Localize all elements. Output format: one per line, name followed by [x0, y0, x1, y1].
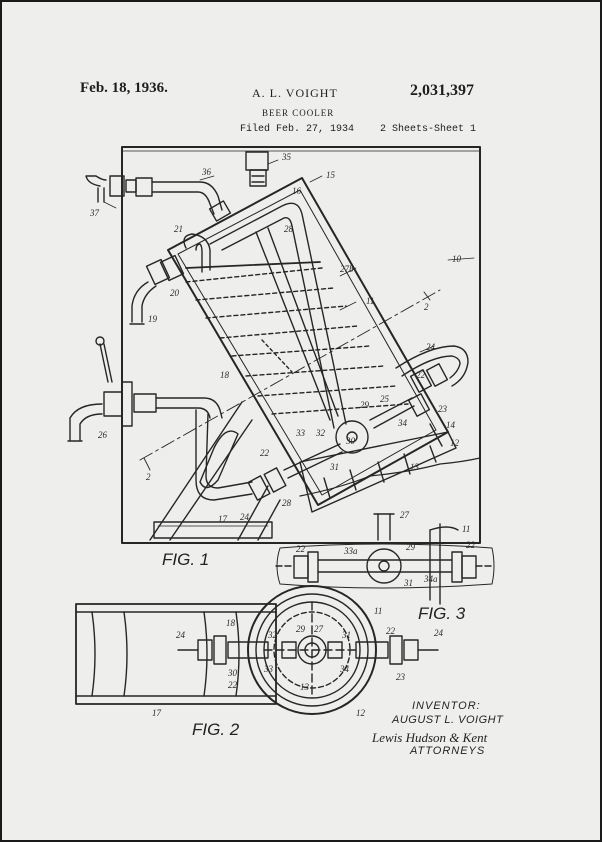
ref-21: 21: [174, 224, 183, 234]
ref-20: 20: [170, 288, 180, 298]
ref-29: 29: [360, 400, 370, 410]
upper-faucet: [85, 175, 232, 222]
attorneys-label: ATTORNEYS: [410, 745, 486, 757]
internal-coil: [209, 202, 369, 454]
section-line: [139, 289, 441, 471]
ref-28b: 28: [282, 498, 292, 508]
ref-37: 37: [89, 208, 100, 218]
patent-date: Feb. 18, 1936.: [80, 80, 168, 96]
ref-30-f2: 30: [227, 668, 238, 678]
ref-19: 19: [148, 314, 158, 324]
ref-33-f3: 33a: [343, 546, 358, 556]
ref-31-f3: 31: [403, 578, 413, 588]
inventor-label: INVENTOR:: [412, 700, 481, 712]
ref-28: 28: [284, 224, 294, 234]
ref-17-f2: 17: [152, 708, 162, 718]
ref-22-f2b: 22: [228, 680, 238, 690]
ref-12-f2: 12: [356, 708, 366, 718]
ref-15: 15: [326, 170, 336, 180]
lower-fittings: [247, 443, 343, 501]
ref-13-f2: 13: [300, 682, 310, 692]
ref-10: 10: [452, 254, 462, 264]
ref-29-f3: 29: [406, 542, 416, 552]
ref-22-f2a: 22: [386, 626, 396, 636]
patent-number: 2,031,397: [410, 82, 474, 99]
inventor-name: AUGUST L. VOIGHT: [392, 714, 504, 726]
fig2-label: FIG. 2: [192, 720, 240, 739]
left-elbow-outlet: [129, 233, 211, 325]
ref-22-f3b: 22: [466, 540, 476, 550]
ref-18-f2: 18: [226, 618, 236, 628]
ref-11-f2: 11: [374, 606, 382, 616]
ref-32: 32: [315, 428, 326, 438]
fig1-drawing: [67, 146, 481, 544]
ref-22b: 22: [260, 448, 270, 458]
ref-36: 36: [201, 167, 212, 177]
reference-numerals: 35 36 16 15 37 21 28 27b 10 20 19 11 2 2…: [89, 152, 476, 718]
ref-29-f2: 29: [296, 624, 306, 634]
ref-26: 26: [98, 430, 108, 440]
filed-date: Filed Feb. 27, 1934: [240, 124, 355, 135]
ref-22a: 22: [416, 370, 426, 380]
invention-title: BEER COOLER: [262, 108, 335, 118]
ref-35: 35: [281, 152, 292, 162]
ref-32-f2: 32: [267, 630, 278, 640]
fig2-drawing: [75, 585, 439, 715]
ref-23-f2: 23: [396, 672, 406, 682]
ref-27-f3: 27: [400, 510, 410, 520]
ref-22-f3a: 22: [296, 544, 306, 554]
ref-27-f2: 27: [314, 624, 324, 634]
ref-34: 34: [397, 418, 408, 428]
ref-24-f2b: 24: [434, 628, 444, 638]
ref-2a: 2: [424, 302, 429, 312]
ref-33-f2: 33: [263, 664, 274, 674]
ref-12: 12: [450, 438, 460, 448]
ref-14: 14: [446, 420, 456, 430]
ref-11-f3: 11: [462, 524, 470, 534]
ref-24b: 24: [240, 512, 250, 522]
top-fitting: [245, 151, 269, 187]
ref-34-f2: 34: [339, 664, 350, 674]
leader-lines: [103, 159, 475, 353]
ref-27b: 27b: [340, 264, 354, 274]
fig3-label: FIG. 3: [418, 604, 466, 623]
ref-30: 30: [345, 436, 356, 446]
ref-24-f2a: 24: [176, 630, 186, 640]
inventor-short-name: A. L. VOIGHT: [252, 86, 338, 100]
ref-17: 17: [218, 514, 228, 524]
stand-frame: [149, 401, 281, 541]
ref-31: 31: [329, 462, 339, 472]
ref-33: 33: [295, 428, 306, 438]
ref-2b: 2: [146, 472, 151, 482]
ref-34-f3: 34a: [423, 574, 438, 584]
attorneys-signature: Lewis Hudson & Kent: [372, 730, 488, 745]
lower-faucet: [67, 336, 253, 501]
sheet-count: 2 Sheets-Sheet 1: [380, 124, 477, 135]
ref-11: 11: [366, 296, 374, 306]
fig3-drawing: [275, 513, 495, 605]
ref-31-f2: 31: [341, 630, 351, 640]
ref-24: 24: [426, 342, 436, 352]
right-pipe: [369, 345, 469, 447]
break-line: [299, 457, 481, 497]
cabinet-outline: [121, 146, 481, 544]
fig1-label: FIG. 1: [162, 550, 210, 569]
ref-25: 25: [380, 394, 390, 404]
ref-23: 23: [438, 404, 448, 414]
ref-18: 18: [220, 370, 230, 380]
tank-cradle: [299, 431, 457, 513]
ref-13: 13: [410, 462, 420, 472]
ref-16: 16: [292, 186, 302, 196]
